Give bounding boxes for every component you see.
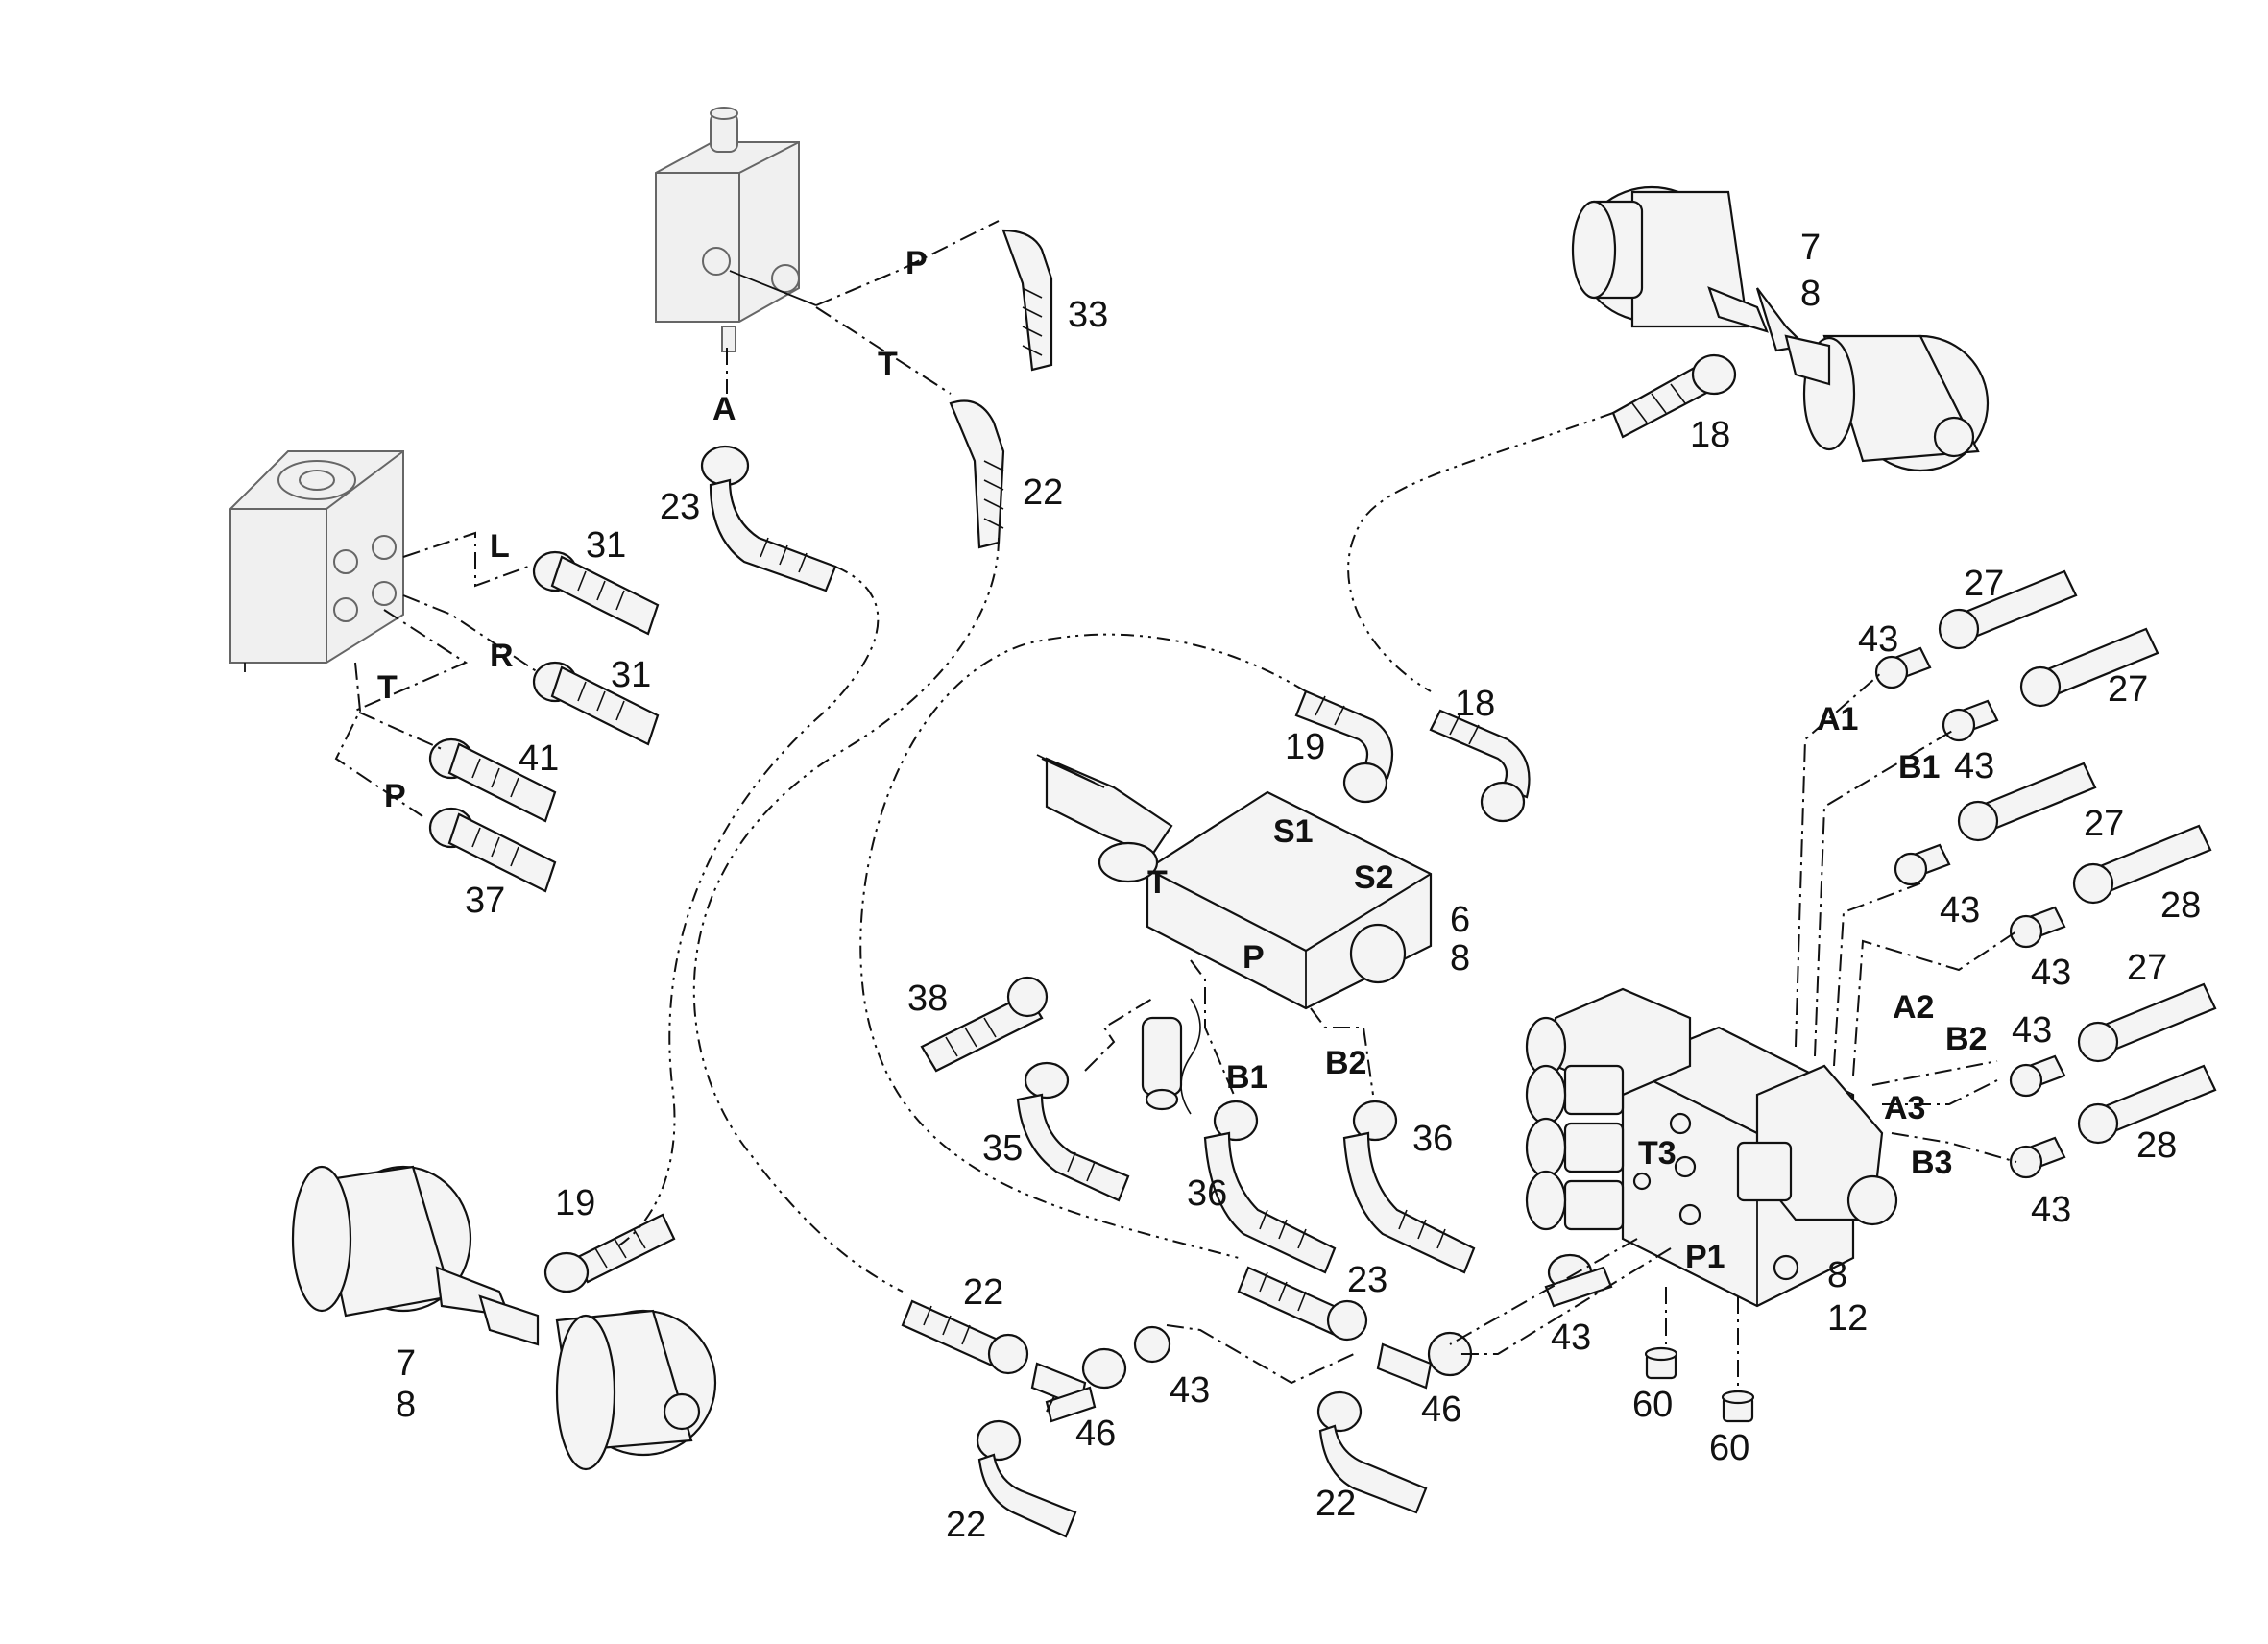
port-label-P1: P1 xyxy=(1685,1239,1725,1275)
top-right-motor-assembly xyxy=(1571,185,1990,472)
callout-31: 31 xyxy=(586,525,626,566)
hose-33 xyxy=(1001,229,1053,372)
fitting-38 xyxy=(920,976,1049,1073)
callout-46: 46 xyxy=(1075,1414,1116,1454)
port-label-S1: S1 xyxy=(1273,813,1314,850)
callout-22: 22 xyxy=(963,1272,1003,1313)
right-valve-block xyxy=(1525,987,1898,1308)
hose-19-mid xyxy=(1294,689,1394,804)
callout-8: 8 xyxy=(1800,274,1821,314)
hose-22-top xyxy=(949,399,1005,549)
center-valve-block xyxy=(1036,754,1433,1115)
port-label-P: P xyxy=(1243,939,1265,976)
callout-46: 46 xyxy=(1421,1390,1461,1430)
port-label-B1: B1 xyxy=(1898,749,1940,786)
port-label-S2: S2 xyxy=(1354,859,1394,896)
port-label-A1: A1 xyxy=(1817,701,1858,737)
port-label-A: A xyxy=(712,391,736,427)
fitting-37 xyxy=(428,807,557,893)
callout-33: 33 xyxy=(1068,295,1108,335)
callout-8: 8 xyxy=(1450,938,1470,979)
callout-36: 36 xyxy=(1187,1173,1227,1214)
port-label-B3: B3 xyxy=(1911,1145,1952,1181)
callout-41: 41 xyxy=(519,738,559,779)
callout-22: 22 xyxy=(1315,1484,1356,1524)
callout-19: 19 xyxy=(1285,727,1325,767)
callout-23: 23 xyxy=(660,487,700,527)
callout-35: 35 xyxy=(982,1128,1023,1169)
callout-12: 12 xyxy=(1827,1298,1868,1339)
callout-19: 19 xyxy=(555,1183,595,1223)
callout-43: 43 xyxy=(1858,619,1898,660)
hose-36b xyxy=(1342,1100,1476,1274)
port-label-R: R xyxy=(490,638,514,674)
callout-7: 7 xyxy=(396,1343,416,1384)
port-labels: P T A L R T P S1 S2 T P B1 B2 A1 B1 A2 B… xyxy=(377,245,1987,1275)
callout-43: 43 xyxy=(1954,746,1994,786)
port-label-T: T xyxy=(878,346,898,382)
callout-22: 22 xyxy=(1023,472,1063,513)
right-fittings xyxy=(1874,569,2217,1179)
callout-27: 27 xyxy=(2108,669,2148,710)
connection-lines xyxy=(334,220,2017,1413)
hose-18-top xyxy=(1611,353,1737,439)
top-valve-block xyxy=(655,107,817,352)
steering-unit xyxy=(229,450,404,672)
callout-23: 23 xyxy=(1347,1260,1387,1300)
port-label-B2: B2 xyxy=(1325,1045,1366,1081)
hose-19-bottom xyxy=(543,1213,676,1293)
fitting-41 xyxy=(428,737,557,823)
callout-60: 60 xyxy=(1709,1428,1749,1468)
port-label-T3: T3 xyxy=(1638,1135,1677,1172)
callout-43: 43 xyxy=(2012,1010,2052,1051)
bottom-left-motor-assembly xyxy=(291,1165,717,1471)
port-label-T: T xyxy=(1147,864,1168,901)
callout-43: 43 xyxy=(1940,890,1980,931)
callout-27: 27 xyxy=(2127,948,2167,988)
callout-43: 43 xyxy=(2031,1190,2071,1230)
callout-8: 8 xyxy=(396,1385,416,1425)
callout-60: 60 xyxy=(1632,1385,1673,1425)
callout-31: 31 xyxy=(611,655,651,695)
callout-43: 43 xyxy=(1551,1318,1591,1358)
port-label-B2: B2 xyxy=(1945,1021,1987,1057)
callout-28: 28 xyxy=(2160,885,2201,926)
port-label-B1: B1 xyxy=(1226,1059,1267,1096)
callout-38: 38 xyxy=(907,979,948,1019)
port-label-P: P xyxy=(905,245,928,281)
plugs-60 xyxy=(1644,1346,1755,1423)
port-label-P: P xyxy=(384,778,406,814)
callout-27: 27 xyxy=(1964,564,2004,604)
fitting-31a xyxy=(532,550,660,636)
callout-22: 22 xyxy=(946,1505,986,1545)
port-label-T: T xyxy=(377,669,398,706)
callout-numbers: 7 8 18 33 22 23 31 31 41 37 19 18 6 8 38… xyxy=(396,228,2201,1545)
fitting-31b xyxy=(532,661,660,746)
callout-36: 36 xyxy=(1412,1119,1453,1159)
hose-35 xyxy=(1016,1061,1130,1202)
callout-18: 18 xyxy=(1690,415,1730,455)
port-label-L: L xyxy=(490,528,510,565)
callout-7: 7 xyxy=(1800,228,1821,268)
callout-27: 27 xyxy=(2084,804,2124,844)
callout-43: 43 xyxy=(1170,1370,1210,1411)
callout-43: 43 xyxy=(2031,953,2071,993)
hose-36a xyxy=(1203,1100,1337,1274)
port-label-A3: A3 xyxy=(1884,1090,1925,1126)
callout-37: 37 xyxy=(465,881,505,921)
callout-6: 6 xyxy=(1450,900,1470,940)
hose-18-mid xyxy=(1429,709,1531,823)
port-label-A2: A2 xyxy=(1893,989,1934,1026)
callout-18: 18 xyxy=(1455,684,1495,724)
callout-8: 8 xyxy=(1827,1255,1847,1295)
bottom-fittings xyxy=(901,1253,1613,1538)
callout-28: 28 xyxy=(2136,1125,2177,1166)
hose-23-top xyxy=(700,445,837,592)
